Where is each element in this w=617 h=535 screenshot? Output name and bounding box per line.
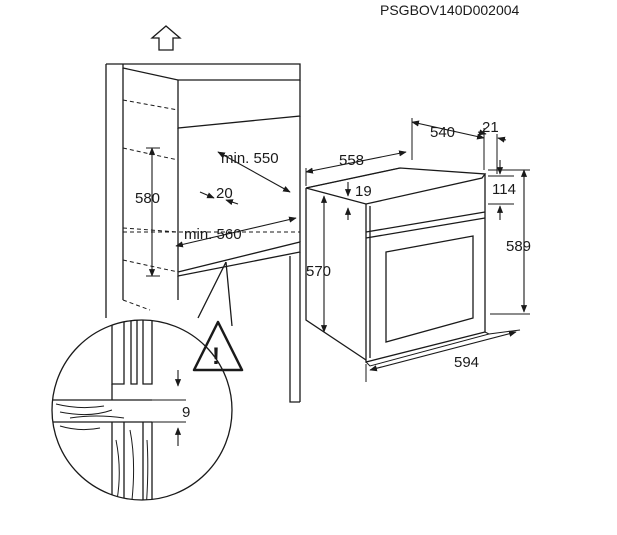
dimension-min-560: min. 560 (175, 216, 297, 248)
label-580: 580 (135, 190, 160, 207)
label-558: 558 (339, 152, 364, 169)
label-9: 9 (182, 404, 190, 421)
dimension-594: 594 (365, 329, 521, 382)
dimension-20: 20 (199, 185, 239, 206)
detail-view (52, 320, 153, 500)
label-19: 19 (355, 183, 372, 200)
dimension-114: 114 (488, 160, 516, 220)
label-20: 20 (216, 185, 233, 202)
dimension-min-550: min. 550 (217, 150, 291, 193)
detail-callout: 9 (51, 261, 233, 501)
warning-symbol: ! (212, 343, 220, 370)
dimension-589: 589 (488, 169, 531, 315)
dimension-580: 580 (135, 147, 160, 277)
label-589: 589 (506, 238, 531, 255)
label-114: 114 (492, 181, 516, 198)
dimension-19: 19 (344, 182, 372, 220)
label-min-550: min. 550 (221, 150, 279, 167)
label-570: 570 (306, 263, 331, 280)
warning-triangle-icon: ! (192, 320, 244, 372)
oven (305, 167, 491, 367)
dimension-540: 540 (411, 118, 485, 170)
dimension-21: 21 (477, 119, 507, 174)
label-min-560: min. 560 (184, 226, 242, 243)
document-code: PSGBOV140D002004 (380, 2, 520, 18)
dimension-558: 558 (305, 150, 407, 186)
label-540: 540 (430, 124, 455, 141)
label-21: 21 (482, 119, 499, 136)
dimension-9: 9 (152, 370, 190, 446)
label-594: 594 (454, 354, 479, 371)
up-arrow-icon (150, 25, 182, 51)
dimension-570: 570 (306, 195, 331, 333)
